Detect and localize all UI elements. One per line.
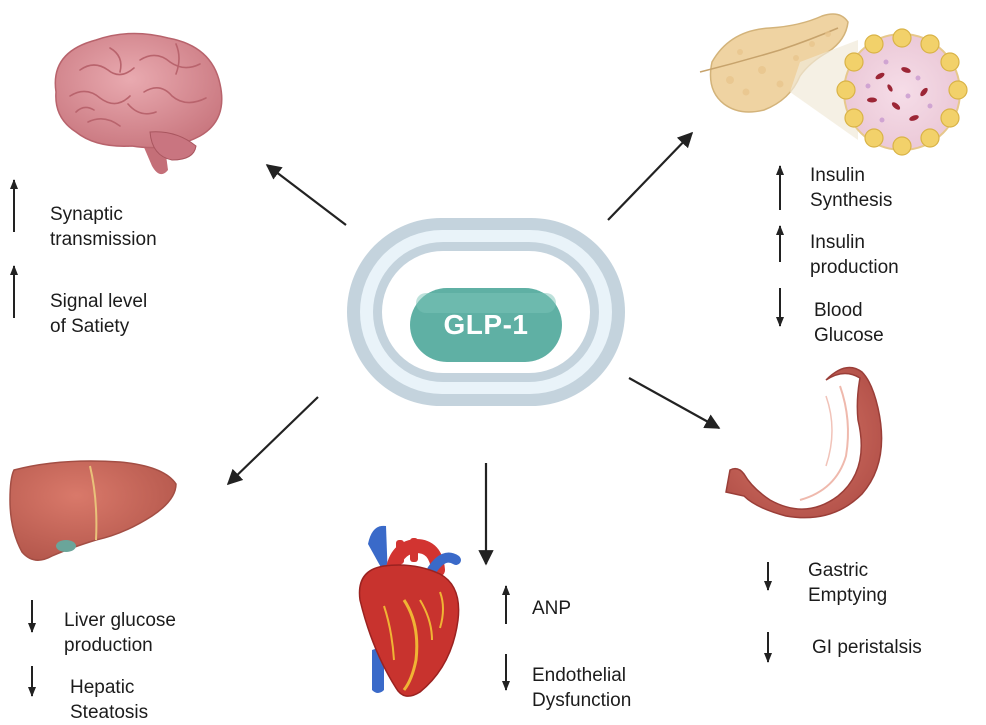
liver-effect-2-line-2: Steatosis	[70, 702, 149, 723]
pancreas-effect-1-line-2: Synthesis	[810, 190, 893, 211]
pancreas-effect-2-line-1: Insulin	[810, 232, 865, 253]
heart-effect-2-line-2: Dysfunction	[532, 690, 632, 711]
pancreas-effect-3: Blood Glucose	[814, 298, 884, 348]
pancreas-effect-3-line-2: Glucose	[814, 325, 884, 346]
glp1-label: GLP-1	[443, 309, 529, 340]
pancreas-effect-1: Insulin Synthesis	[810, 163, 892, 213]
indicator-arrows	[10, 165, 784, 697]
heart-effect-2-line-1: Endothelial	[532, 665, 627, 686]
arrow-to-pancreas	[607, 131, 694, 221]
pancreas-effect-1-line-1: Insulin	[810, 165, 865, 186]
pancreas-effect-2-line-2: production	[810, 257, 899, 278]
heart-effect-1: ANP	[532, 596, 571, 621]
brain-effect-2-line-2: of Satiety	[50, 316, 130, 337]
arrow-to-liver	[226, 396, 319, 486]
stomach-effect-2: GI peristalsis	[812, 635, 922, 660]
liver-illustration	[9, 460, 177, 561]
stomach-effect-1: Gastric Emptying	[808, 558, 887, 608]
brain-effect-1-line-2: transmission	[50, 229, 157, 250]
liver-effect-2: Hepatic Steatosis	[70, 675, 148, 725]
brain-effect-1: Synaptic transmission	[50, 202, 157, 252]
connector-arrows	[226, 131, 721, 566]
brain-illustration	[54, 32, 223, 175]
stomach-illustration	[725, 366, 883, 519]
brain-effect-2: Signal level of Satiety	[50, 289, 147, 339]
pancreas-effect-2: Insulin production	[810, 230, 899, 280]
liver-effect-1: Liver glucose production	[64, 608, 176, 658]
arrow-to-stomach	[628, 377, 721, 429]
heart-illustration	[358, 525, 461, 697]
brain-effect-2-line-1: Signal level	[50, 291, 148, 312]
liver-effect-1-line-1: Liver glucose	[64, 610, 176, 631]
liver-effect-2-line-1: Hepatic	[70, 677, 135, 698]
heart-effect-1-line-1: ANP	[532, 598, 572, 619]
brain-effect-1-line-1: Synaptic	[50, 204, 123, 225]
stomach-effect-1-line-2: Emptying	[808, 585, 888, 606]
heart-effect-2: Endothelial Dysfunction	[532, 663, 631, 713]
liver-effect-1-line-2: production	[64, 635, 153, 656]
pancreas-effect-3-line-1: Blood	[814, 300, 863, 321]
center-capsule	[347, 218, 625, 406]
stomach-effect-1-line-1: Gastric	[808, 560, 869, 581]
pancreas-illustration	[699, 13, 968, 156]
stomach-effect-2-line-1: GI peristalsis	[812, 637, 922, 658]
arrow-to-brain	[265, 164, 347, 226]
